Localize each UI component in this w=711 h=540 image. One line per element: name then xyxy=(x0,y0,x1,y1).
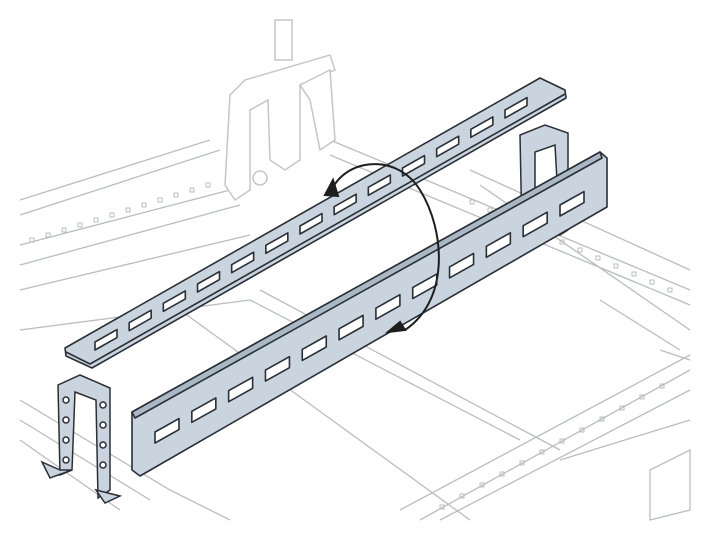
frame-hole xyxy=(667,287,673,293)
rail-slot xyxy=(333,193,357,216)
rail-slot xyxy=(227,376,254,403)
frame-hole xyxy=(479,482,485,488)
frame-hole xyxy=(539,449,545,455)
rotate-arrow-icon xyxy=(323,163,440,334)
rail-slot xyxy=(504,96,528,119)
rail-slot xyxy=(401,154,426,177)
front-rail xyxy=(131,151,608,477)
rail-slot xyxy=(230,251,255,274)
frame-hole xyxy=(189,187,195,193)
frame-hole xyxy=(205,182,211,188)
frame-hole xyxy=(577,247,583,253)
frame-hole xyxy=(613,263,619,269)
rail-slot xyxy=(559,190,585,217)
rail-slot xyxy=(435,135,460,158)
frame-hole xyxy=(125,207,131,213)
rail-slot xyxy=(375,293,401,320)
frame-hole xyxy=(595,255,601,261)
frame-hole xyxy=(659,383,665,389)
frame-hole xyxy=(61,227,67,233)
cable-clamp xyxy=(224,19,336,202)
frame-hole xyxy=(649,279,655,285)
frame-hole xyxy=(439,504,445,510)
frame-hole xyxy=(579,427,585,433)
rail-slot xyxy=(301,335,328,362)
frame-hole xyxy=(93,217,99,223)
frame-hole xyxy=(45,232,51,238)
frame-hole xyxy=(499,471,505,477)
frame-hole xyxy=(639,394,645,400)
frame-hole xyxy=(599,416,605,422)
rail-slot xyxy=(94,328,118,351)
rail-slot xyxy=(367,174,392,197)
frame-hole xyxy=(29,237,35,243)
frame-hole xyxy=(157,197,163,203)
rail-slot xyxy=(265,232,289,255)
rail-slot xyxy=(299,212,323,235)
rail-slot xyxy=(196,270,221,293)
front-rail-slots xyxy=(154,190,585,444)
frame-hole xyxy=(109,212,115,218)
rail-slot xyxy=(522,211,548,238)
rail-slot xyxy=(485,232,512,259)
rail-slot xyxy=(154,417,180,444)
frame-hole xyxy=(141,202,147,208)
rail-slot xyxy=(162,290,187,313)
frame-hole xyxy=(559,438,565,444)
frame-hole xyxy=(469,199,475,205)
frame-hole xyxy=(77,222,83,228)
frame-hole xyxy=(559,239,565,245)
rail-slot xyxy=(264,355,291,382)
rail-slot xyxy=(191,397,217,424)
rail-slot xyxy=(338,314,364,341)
frame-hole xyxy=(487,207,493,213)
rail-slot xyxy=(470,116,494,139)
rail-slot xyxy=(448,252,475,279)
frame-hole xyxy=(519,460,525,466)
top-rail xyxy=(64,77,567,369)
frame-hole xyxy=(173,192,179,198)
rail-slot xyxy=(411,273,438,300)
top-rail-slots xyxy=(94,96,528,351)
frame-hole xyxy=(619,405,625,411)
frame-hole xyxy=(631,271,637,277)
frame-hole xyxy=(459,493,465,499)
bracket-left xyxy=(40,374,123,504)
rail-slot xyxy=(128,309,152,332)
